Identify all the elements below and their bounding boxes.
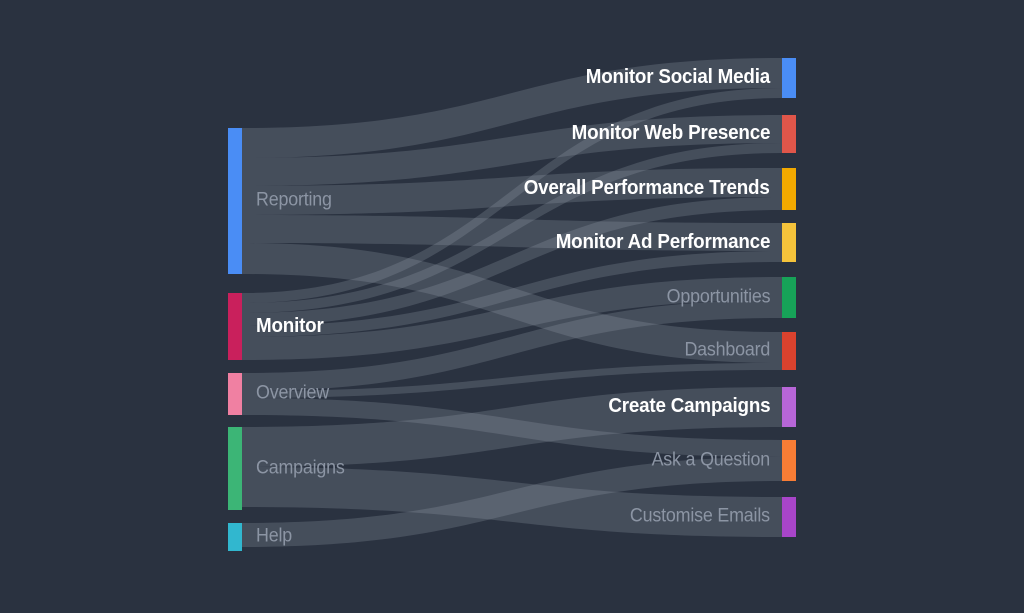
node-bar-opportunities <box>782 277 796 318</box>
sankey-link-reporting-monitor-ad-performance <box>242 215 782 251</box>
node-bar-monitor-ad-performance <box>782 223 796 262</box>
node-bar-monitor-web-presence <box>782 115 796 153</box>
node-bar-overall-performance-trends <box>782 168 796 210</box>
sankey-link-overview-dashboard <box>242 363 782 398</box>
sankey-link-overview-opportunities <box>242 300 782 391</box>
sankey-link-reporting-dashboard <box>242 243 782 363</box>
node-bar-customise-emails <box>782 497 796 537</box>
node-bar-dashboard <box>782 332 796 370</box>
sankey-link-monitor-monitor-web-presence <box>242 143 782 313</box>
node-bar-help <box>228 523 242 551</box>
sankey-link-reporting-monitor-web-presence <box>242 115 782 186</box>
node-bar-reporting <box>228 128 242 274</box>
node-bar-monitor-social-media <box>782 58 796 98</box>
sankey-link-monitor-monitor-ad-performance <box>242 251 782 337</box>
node-bar-overview <box>228 373 242 415</box>
node-bar-create-campaigns <box>782 387 796 427</box>
sankey-link-campaigns-create-campaigns <box>242 387 782 467</box>
node-bar-monitor <box>228 293 242 360</box>
node-bar-ask-a-question <box>782 440 796 481</box>
sankey-link-monitor-monitor-social-media <box>242 88 782 303</box>
sankey-link-monitor-overall-performance-trends <box>242 197 782 326</box>
sankey-link-reporting-monitor-social-media <box>242 58 782 158</box>
sankey-link-help-ask-a-question <box>242 457 782 547</box>
node-bar-campaigns <box>228 427 242 510</box>
sankey-link-reporting-overall-performance-trends <box>242 168 782 215</box>
sankey-link-monitor-opportunities <box>242 277 782 360</box>
sankey-link-campaigns-customise-emails <box>242 467 782 537</box>
sankey-link-overview-ask-a-question <box>242 398 782 457</box>
